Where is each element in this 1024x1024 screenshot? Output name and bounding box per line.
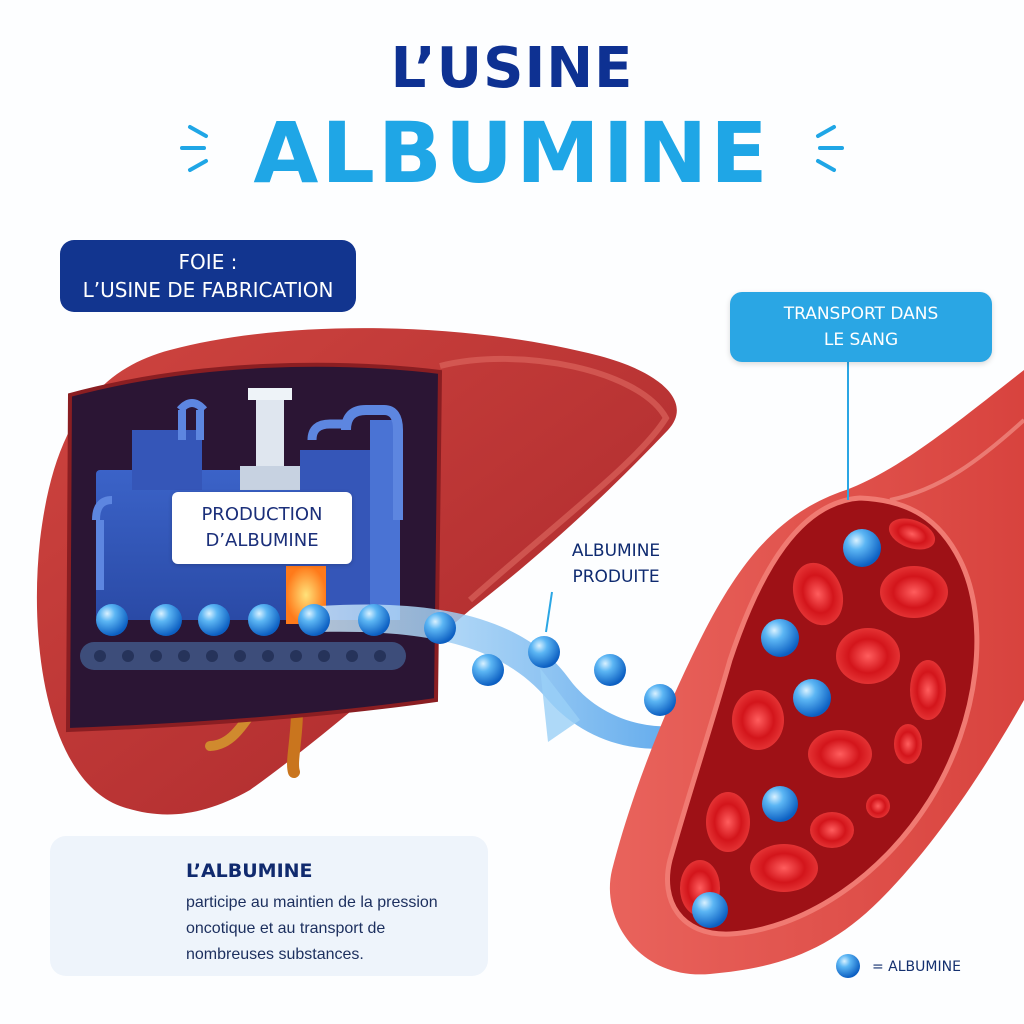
foie-badge-line1: FOIE :	[178, 250, 238, 274]
title-decoration-right	[816, 125, 844, 172]
albumin-molecule	[793, 679, 831, 717]
albumin-molecule	[472, 654, 504, 686]
production-label-line2: D’ALBUMINE	[205, 530, 319, 551]
albumin-produced-line2: PRODUITE	[572, 567, 660, 587]
legend-text: = ALBUMINE	[872, 959, 961, 975]
production-label-line1: PRODUCTION	[201, 504, 323, 525]
red-blood-cell	[888, 518, 936, 550]
albumin-molecule	[594, 654, 626, 686]
red-blood-cell	[910, 660, 946, 720]
albumin-molecule	[298, 604, 330, 636]
produced-leader-line	[545, 591, 553, 633]
albumin-molecule	[644, 684, 676, 716]
blood-vessel	[609, 370, 1024, 975]
red-blood-cell	[810, 812, 854, 848]
red-blood-cell	[880, 566, 948, 618]
info-card	[50, 836, 488, 976]
transport-badge-line1: TRANSPORT DANS	[783, 304, 939, 324]
title-decoration-left	[180, 125, 208, 172]
transport-badge: TRANSPORT DANS LE SANG	[730, 292, 992, 362]
albumin-produced-line1: ALBUMINE	[571, 541, 661, 561]
albumin-molecule	[358, 604, 390, 636]
albumin-molecule	[761, 619, 799, 657]
albumin-molecule	[198, 604, 230, 636]
info-text: participe au maintien de la pression onc…	[186, 894, 438, 963]
red-blood-cell	[706, 792, 750, 852]
foie-badge: FOIE : L’USINE DE FABRICATION	[60, 240, 356, 312]
albumin-molecule	[528, 636, 560, 668]
albumin-molecule	[248, 604, 280, 636]
foie-badge-line2: L’USINE DE FABRICATION	[82, 278, 334, 302]
albumin-produced-label: ALBUMINE PRODUITE	[546, 538, 686, 590]
production-label: PRODUCTION D’ALBUMINE	[172, 492, 352, 564]
info-title: L’ALBUMINE	[186, 860, 313, 882]
albumin-molecule	[843, 529, 881, 567]
title-line1: L’USINE	[390, 36, 634, 101]
transport-badge-line2: LE SANG	[823, 330, 899, 350]
albumin-molecule	[150, 604, 182, 636]
red-blood-cell	[836, 628, 900, 684]
red-blood-cell	[732, 690, 784, 750]
flow-arrow	[320, 604, 760, 749]
red-blood-cell	[808, 730, 872, 778]
red-blood-cell	[894, 724, 922, 764]
legend-albumin-icon	[836, 954, 860, 978]
albumin-molecule	[96, 604, 128, 636]
title-line2: ALBUMINE	[253, 104, 771, 202]
red-blood-cell	[792, 562, 844, 626]
albumin-molecule	[762, 786, 798, 822]
albumin-molecule	[692, 892, 728, 928]
red-blood-cell	[866, 794, 890, 818]
red-blood-cell	[750, 844, 818, 892]
albumin-molecules	[96, 529, 881, 928]
albumin-molecule	[424, 612, 456, 644]
